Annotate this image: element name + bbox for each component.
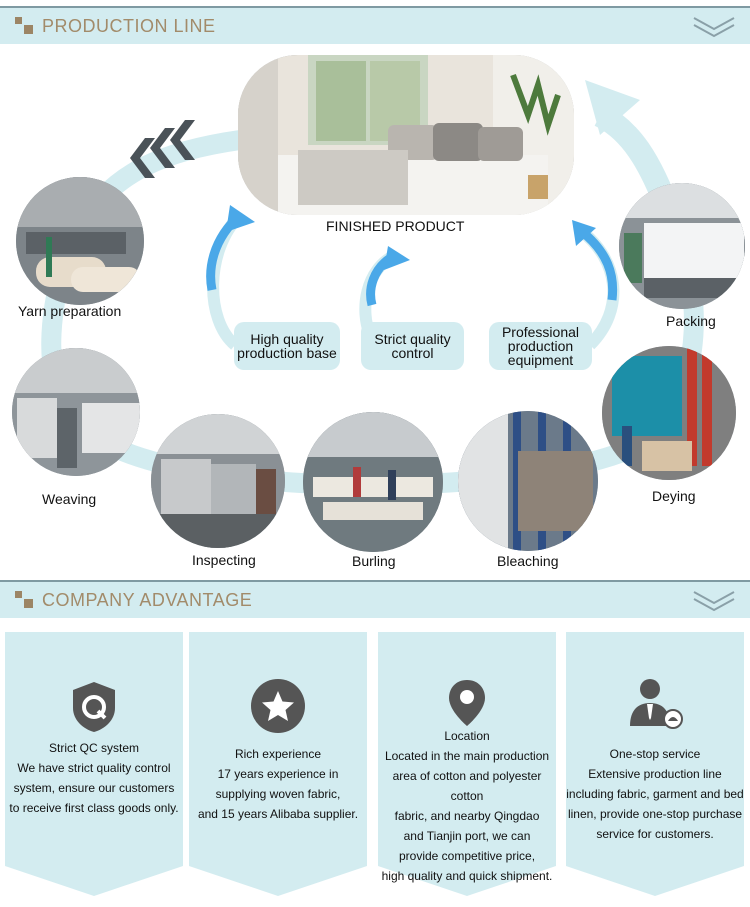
card-line: high quality and quick shipment.: [381, 869, 553, 883]
step-label: Inspecting: [192, 552, 256, 568]
card-line: supplying woven fabric,: [215, 787, 341, 801]
step-label: Burling: [352, 553, 396, 569]
header-bullet-icon: [24, 599, 33, 608]
feature-pill-production-base: High quality production base: [234, 322, 340, 370]
finished-product-label: FINISHED PRODUCT: [326, 218, 465, 234]
step-label: Bleaching: [497, 553, 559, 569]
header-bullet-icon: [15, 17, 22, 24]
feature-line: production: [507, 338, 574, 354]
card-line: area of cotton and polyester cotton: [392, 769, 542, 803]
card-line: fabric, and nearby Qingdao: [394, 809, 540, 823]
header-bullet-icon: [15, 591, 22, 598]
step-label: Weaving: [42, 491, 97, 507]
feature-pill-equipment: Professional production equipment: [489, 322, 592, 370]
chevron-down-icon: [693, 591, 735, 612]
shield-q-icon: [73, 682, 115, 732]
card-line: to receive first class goods only.: [9, 801, 179, 815]
card-line: Extensive production line: [588, 767, 722, 781]
step-photo-weaving: [12, 348, 140, 476]
card-title: Location: [444, 729, 490, 743]
feature-pill-quality-control: Strict quality control: [361, 322, 464, 370]
step-photo-yarn-preparation: [16, 177, 144, 305]
flow-arrow-head-icon: [585, 80, 640, 135]
card-line: We have strict quality control: [17, 761, 171, 775]
feature-line: Professional: [501, 324, 580, 340]
advantage-card-service: One-stop service Extensive production li…: [566, 632, 744, 896]
card-title: One-stop service: [609, 747, 701, 761]
step-photo-bleaching: [458, 411, 598, 551]
company-advantage-header: COMPANY ADVANTAGE: [0, 580, 750, 618]
card-line: provide competitive price,: [398, 849, 536, 863]
step-label: Deying: [652, 488, 696, 504]
card-line: including fabric, garment and bed: [566, 787, 744, 801]
step-label: Packing: [666, 313, 716, 329]
advantage-card-experience: Rich experience 17 years experience in s…: [189, 632, 367, 896]
card-line: Located in the main production: [384, 749, 550, 763]
service-agent-icon: [630, 679, 683, 729]
location-pin-icon: [449, 680, 485, 726]
step-photo-inspecting: [151, 414, 285, 548]
feature-line: High quality: [250, 331, 324, 347]
feature-line: production base: [237, 345, 337, 361]
card-line: and Tianjin port, we can: [403, 829, 531, 843]
section-title: PRODUCTION LINE: [42, 16, 216, 36]
advantage-card-location: Location Located in the main production …: [378, 632, 556, 896]
finished-product-photo: [238, 55, 574, 215]
card-line: linen, provide one-stop purchase: [567, 807, 743, 821]
chevron-down-icon: [693, 17, 735, 38]
step-photo-burling: [303, 412, 443, 552]
card-line: system, ensure our customers: [13, 781, 175, 795]
flow-chevron-icon: [130, 120, 195, 178]
card-title: Strict QC system: [48, 741, 139, 755]
card-line: service for customers.: [596, 827, 714, 841]
card-title: Rich experience: [234, 747, 322, 761]
header-bullet-icon: [24, 25, 33, 34]
step-label: Yarn preparation: [18, 303, 122, 319]
advantage-card-qc: Strict QC system We have strict quality …: [5, 632, 183, 896]
step-photo-deying: [602, 346, 736, 480]
card-line: and 15 years Alibaba supplier.: [197, 807, 359, 821]
feature-line: equipment: [507, 352, 574, 368]
feature-line: control: [391, 345, 434, 361]
star-icon: [251, 679, 305, 733]
production-line-header: PRODUCTION LINE: [0, 6, 750, 44]
section-title: COMPANY ADVANTAGE: [42, 590, 253, 610]
step-photo-packing: [619, 183, 745, 309]
card-line: 17 years experience in: [217, 767, 339, 781]
feature-line: Strict quality: [374, 331, 451, 347]
